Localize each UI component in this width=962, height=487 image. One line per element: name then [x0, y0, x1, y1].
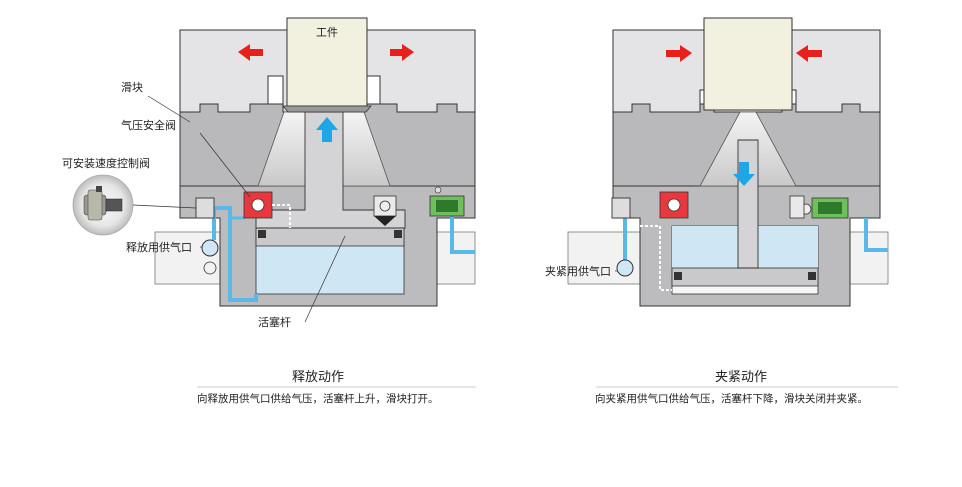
release-port-circle	[201, 239, 219, 257]
clamp-labels: 夹紧用供气口 夹紧动作 向夹紧用供气口供给气压，活塞杆下降，滑块关闭并夹紧。	[545, 264, 898, 405]
workpiece-block	[286, 17, 368, 107]
release-port-label: 释放用供气口	[126, 240, 192, 254]
clamp-port-label: 夹紧用供气口	[545, 264, 611, 278]
piston-rod-right	[737, 139, 759, 269]
piston-rod-left	[255, 111, 406, 229]
speed-valve-label: 可安装速度控制阀	[62, 156, 150, 170]
piston-rod-label: 活塞杆	[258, 315, 291, 329]
release-air-pipe	[214, 206, 258, 302]
arrow-up-blue	[316, 117, 338, 142]
clamp-port-circle	[616, 259, 634, 277]
arrow-in-right-red	[796, 45, 822, 62]
clamp-diagram	[567, 17, 889, 307]
arrow-left-red	[238, 44, 263, 61]
clamp-title: 夹紧动作	[715, 370, 767, 385]
workpiece-label: 工件	[316, 26, 338, 39]
safety-valve-label: 气压安全阀	[121, 118, 176, 132]
slider-label: 滑块	[121, 81, 143, 94]
arrow-in-left-red	[666, 45, 692, 62]
clamp-caption: 向夹紧用供气口供给气压，活塞杆下降，滑块关闭并夹紧。	[595, 392, 868, 405]
piston-left	[255, 227, 405, 247]
release-title: 释放动作	[292, 370, 344, 385]
arrow-right-red	[390, 44, 414, 61]
release-caption: 向释放用供气口供给气压，活塞杆上升，滑块打开。	[197, 392, 439, 405]
release-labels: 滑块 气压安全阀 可安装速度控制阀 释放用供气口 活塞杆 释放动作 向释放用供气…	[62, 81, 476, 405]
release-diagram: 工件	[154, 17, 476, 307]
piston-right	[671, 267, 819, 287]
workpiece-block-right	[703, 17, 793, 111]
arrow-down-blue	[733, 162, 755, 186]
